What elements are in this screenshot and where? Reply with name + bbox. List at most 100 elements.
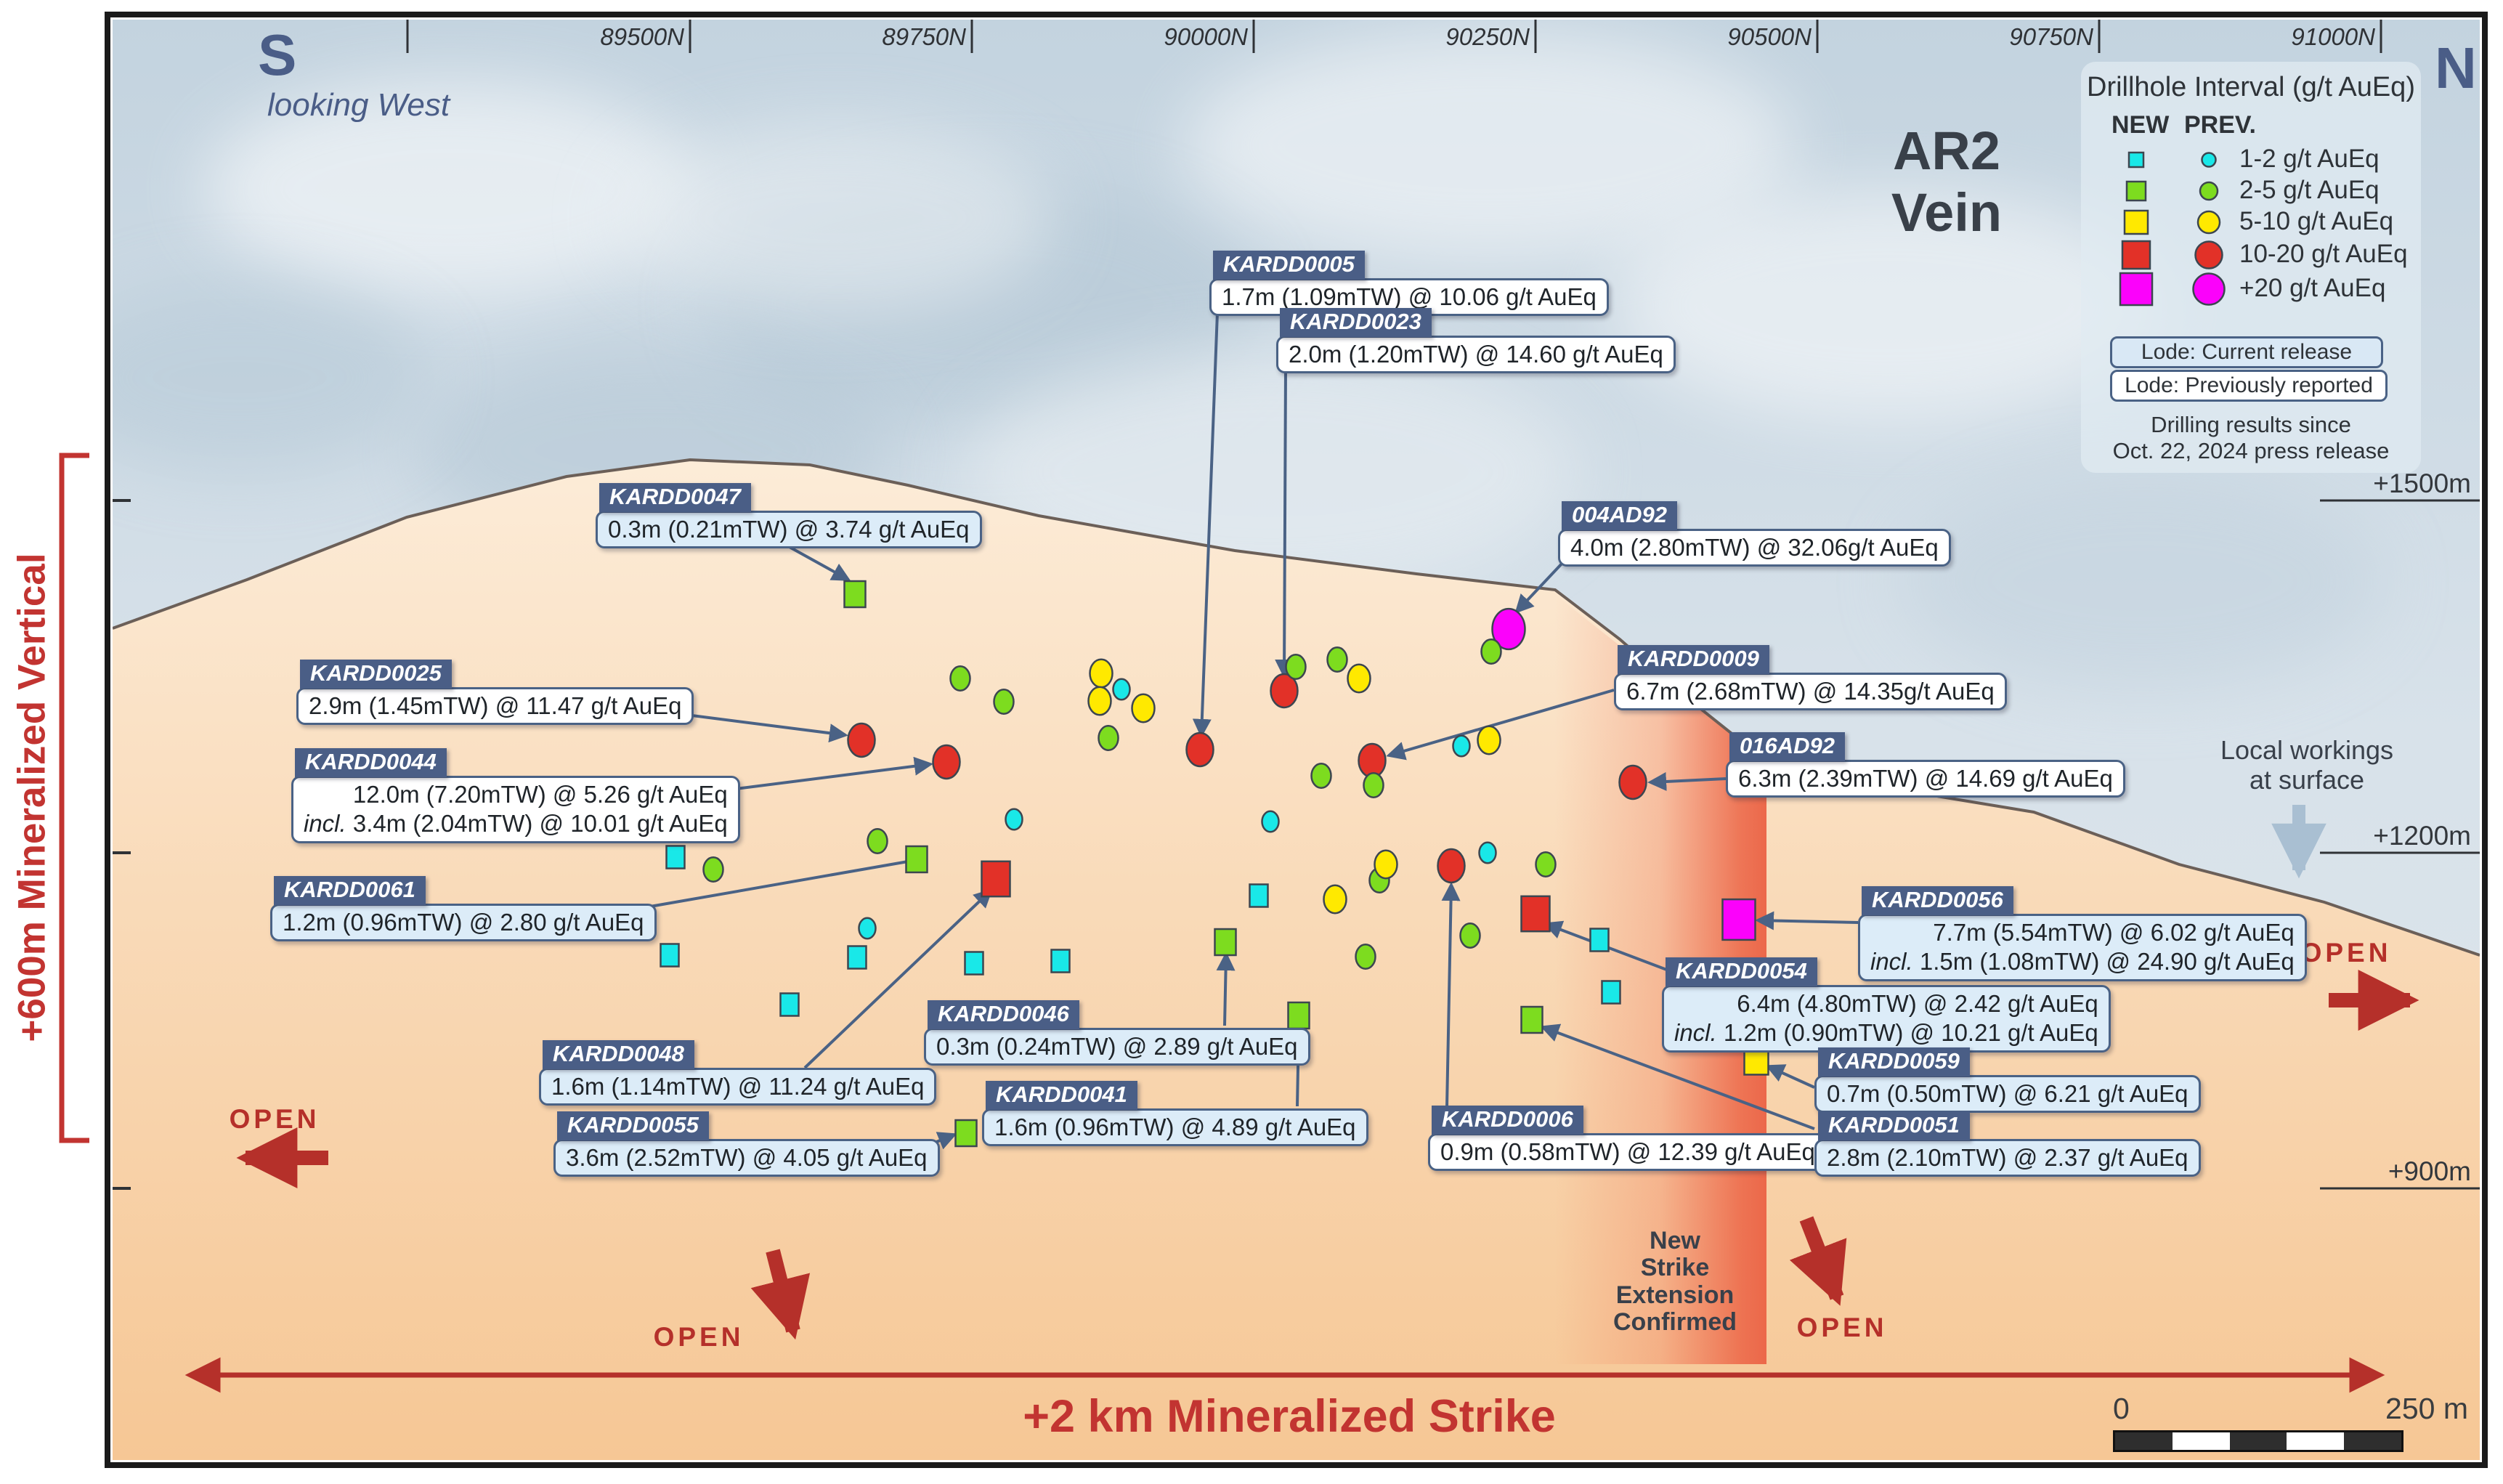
drillhole-marker-prev-g2 [1098, 725, 1119, 751]
legend-circle-g2 [2199, 181, 2219, 201]
callout-KARDD0046: 0.3m (0.24mTW) @ 2.89 g/t AuEq [924, 1028, 1310, 1066]
mineralized-strike-label: +2 km Mineralized Strike [1023, 1391, 1556, 1442]
south-label: S [258, 23, 297, 87]
scalebar-250-label: 250 m [2385, 1392, 2468, 1425]
legend-label-g2: 2-5 g/t AuEq [2239, 176, 2380, 204]
callout-KARDD0041: 1.6m (0.96mTW) @ 4.89 g/t AuEq [982, 1108, 1368, 1147]
callout-tab-KARDD0023: KARDD0023 [1280, 308, 1432, 337]
drillhole-marker-new-c1 [964, 951, 984, 976]
callout-line: 0.9m (0.58mTW) @ 12.39 g/t AuEq [1440, 1138, 1815, 1165]
open-label: OPEN [2300, 938, 2392, 968]
drillhole-marker-prev-g2 [702, 856, 724, 883]
vein-title-line1: AR2 [1892, 121, 2001, 181]
callout-leader-KARDD0023 [1275, 368, 1294, 678]
legend: Drillhole Interval (g/t AuEq) NEW PREV. … [2081, 62, 2421, 473]
legend-circle-r10 [2194, 240, 2223, 269]
callout-KARDD0009: 6.7m (2.68mTW) @ 14.35g/t AuEq [1614, 673, 2007, 711]
elevation-label: +1500m [2373, 469, 2471, 498]
open-direction-arrow [1789, 1216, 1847, 1306]
callout-line: 6.4m (4.80mTW) @ 2.42 g/t AuEq [1737, 990, 2098, 1017]
callout-KARDD0048: 1.6m (1.14mTW) @ 11.24 g/t AuEq [539, 1068, 937, 1106]
legend-circle-c1 [2201, 152, 2217, 168]
callout-leader-KARDD0006 [1441, 882, 1461, 1108]
callout-line: 2.8m (2.10mTW) @ 2.37 g/t AuEq [1827, 1144, 2188, 1171]
scalebar-segment [2115, 1432, 2173, 1450]
scalebar [2113, 1430, 2403, 1452]
callout-tab-KARDD0055: KARDD0055 [557, 1111, 709, 1140]
drillhole-marker-prev-r10 [847, 722, 876, 758]
north-label: N [2435, 36, 2477, 100]
open-label: OPEN [1796, 1313, 1888, 1342]
drillhole-marker-prev-g2 [1285, 654, 1307, 680]
drillhole-marker-new-g2 [1520, 1005, 1543, 1034]
callout-line: incl. 1.5m (1.08mTW) @ 24.90 g/t AuEq [1870, 948, 2295, 976]
drillhole-marker-prev-y5 [1477, 725, 1501, 755]
drillhole-marker-new-c1 [779, 992, 800, 1017]
legend-symbols-r10 [2121, 240, 2223, 270]
drillhole-marker-new-g2 [843, 580, 867, 609]
callout-leader-016AD92 [1647, 771, 1727, 791]
drillhole-marker-new-m20 [1721, 898, 1756, 941]
callout-line: 0.3m (0.21mTW) @ 3.74 g/t AuEq [608, 516, 970, 543]
legend-square-g2 [2125, 180, 2147, 202]
callout-tab-016AD92: 016AD92 [1729, 732, 1845, 761]
callout-004AD92: 4.0m (2.80mTW) @ 32.06g/t AuEq [1558, 529, 1951, 567]
callout-KARDD0059: 0.7m (0.50mTW) @ 6.21 g/t AuEq [1814, 1075, 2201, 1114]
drillhole-marker-prev-y5 [1374, 849, 1398, 880]
legend-col-new: NEW [2111, 111, 2170, 139]
scalebar-segment [2229, 1432, 2287, 1450]
callout-line: 1.7m (1.09mTW) @ 10.06 g/t AuEq [1222, 283, 1597, 310]
drillhole-marker-prev-r10 [1270, 673, 1299, 709]
callout-leader-KARDD0059 [1765, 1064, 1815, 1089]
callout-tab-KARDD0047: KARDD0047 [599, 483, 751, 512]
terrain-surface-line [113, 458, 2480, 957]
legend-square-m20 [2119, 272, 2154, 307]
drillhole-marker-prev-r10 [1618, 764, 1647, 800]
callout-line: 1.6m (1.14mTW) @ 11.24 g/t AuEq [551, 1073, 925, 1100]
drillhole-marker-new-c1 [1601, 980, 1621, 1005]
new-strike-extension-band [1554, 594, 1766, 1364]
drillhole-marker-prev-m20 [1491, 607, 1526, 651]
cloud [1612, 189, 2165, 421]
legend-col-prev: PREV. [2184, 111, 2256, 139]
legend-label-m20: +20 g/t AuEq [2239, 274, 2386, 302]
drillhole-marker-prev-r10 [1358, 742, 1387, 779]
drillhole-marker-prev-r10 [932, 744, 961, 780]
local-workings-line1: Local workings [2220, 735, 2394, 765]
drillhole-marker-prev-c1 [858, 917, 877, 940]
callout-line: 7.7m (5.54mTW) @ 6.02 g/t AuEq [1933, 919, 2295, 946]
drillhole-marker-prev-g2 [1355, 944, 1376, 970]
drillhole-marker-prev-y5 [1087, 686, 1112, 716]
drillhole-marker-prev-c1 [1112, 678, 1131, 701]
callout-KARDD0061: 1.2m (0.96mTW) @ 2.80 g/t AuEq [270, 904, 657, 942]
band-note-line: Extension [1615, 1281, 1735, 1309]
drillhole-marker-prev-c1 [1261, 810, 1280, 833]
legend-symbols-c1 [2127, 151, 2217, 169]
local-workings-note: Local workings at surface [2220, 735, 2393, 795]
drillhole-marker-prev-y5 [1347, 663, 1371, 694]
open-direction-arrow [750, 1249, 811, 1340]
callout-leader-004AD92 [1514, 561, 1565, 614]
looking-west-label: looking West [267, 87, 450, 123]
legend-square-r10 [2121, 240, 2151, 270]
callout-line: 2.9m (1.45mTW) @ 11.47 g/t AuEq [309, 692, 682, 719]
band-note-line: New [1650, 1227, 1700, 1254]
callout-leader-KARDD0009 [1386, 689, 1615, 761]
drillhole-marker-new-g2 [954, 1119, 978, 1148]
callout-KARDD0025: 2.9m (1.45mTW) @ 11.47 g/t AuEq [296, 687, 694, 726]
drillhole-marker-new-g2 [1214, 928, 1237, 957]
callout-tab-KARDD0061: KARDD0061 [274, 876, 426, 905]
callout-KARDD0051: 2.8m (2.10mTW) @ 2.37 g/t AuEq [1814, 1139, 2201, 1177]
callout-line: 2.0m (1.20mTW) @ 14.60 g/t AuEq [1289, 341, 1663, 368]
band-note-line: Confirmed [1613, 1308, 1737, 1337]
callout-tab-KARDD0056: KARDD0056 [1862, 886, 2013, 915]
callout-leader-KARDD0047 [787, 545, 851, 581]
axis-tick-label: 90000N [1164, 23, 1248, 50]
drillhole-marker-new-c1 [1249, 883, 1269, 908]
callout-KARDD0055: 3.6m (2.52mTW) @ 4.05 g/t AuEq [553, 1139, 940, 1177]
cloud [113, 283, 429, 472]
drillhole-marker-prev-c1 [1005, 808, 1023, 831]
terrain [113, 460, 2480, 1460]
